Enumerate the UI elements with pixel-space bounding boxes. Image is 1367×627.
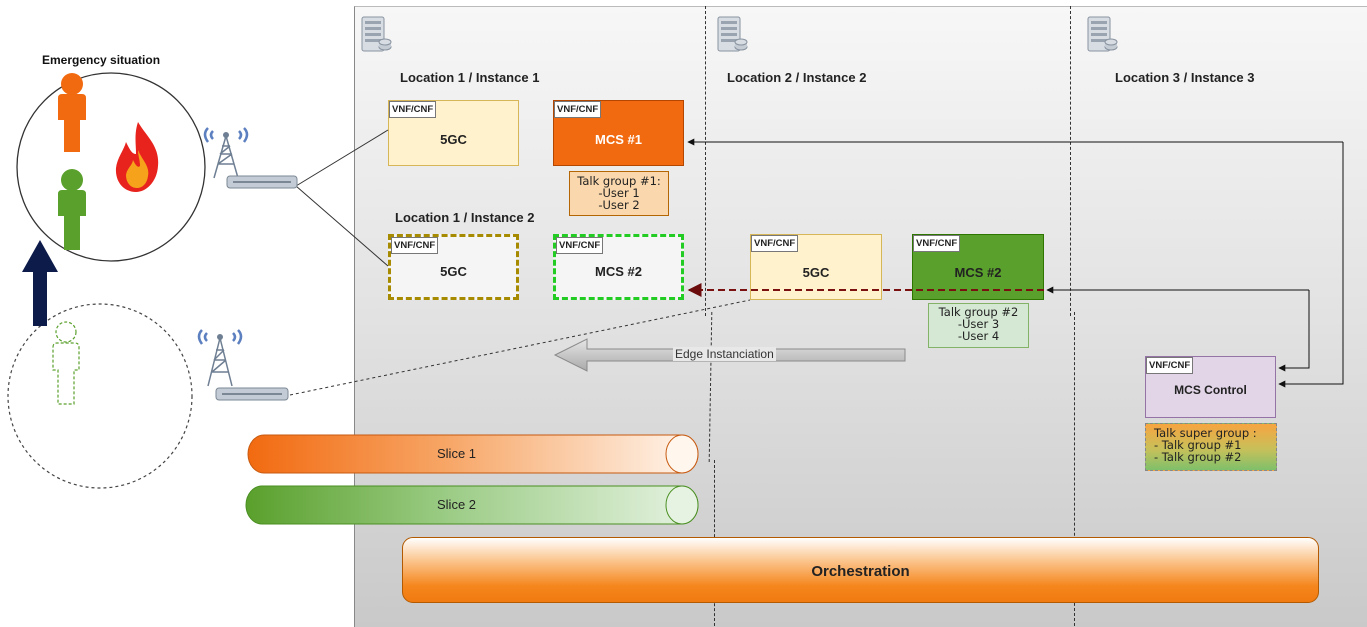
note-line: Talk group #2	[938, 305, 1019, 319]
vnf-tag: VNF/CNF	[554, 101, 602, 118]
talk-super-group-note: Talk super group : - Talk group #1 - Tal…	[1145, 423, 1277, 471]
note-line: - Talk group #1	[1154, 438, 1242, 452]
server-icon	[1087, 16, 1118, 52]
vnf-5gc-loc1: VNF/CNF 5GC	[388, 100, 519, 166]
note-line: -User 2	[598, 198, 640, 212]
server-icon	[361, 16, 392, 52]
vnf-5gc-loc2: VNF/CNF 5GC	[750, 234, 882, 300]
antenna-icon	[197, 329, 289, 401]
vnf-tag: VNF/CNF	[391, 237, 439, 254]
note-line: -User 1	[598, 186, 640, 200]
box-label: 5GC	[440, 132, 467, 147]
vnf-tag: VNF/CNF	[389, 101, 437, 118]
move-up-arrow	[22, 240, 58, 326]
box-label: MCS #2	[595, 264, 642, 279]
vnf-mcs-control: VNF/CNF MCS Control	[1145, 356, 1276, 418]
divider-line-1a	[705, 6, 706, 316]
box-label: 5GC	[802, 265, 830, 280]
divider-line-2a	[1070, 6, 1071, 316]
note-line: - Talk group #2	[1154, 450, 1242, 464]
emergency-situation-title: Emergency situation	[42, 53, 161, 67]
vnf-tag: VNF/CNF	[556, 237, 604, 254]
location-1-instance-2-label: Location 1 / Instance 2	[395, 210, 535, 225]
edge-instanciation-label: Edge Instanciation	[673, 347, 776, 361]
box-label: MCS #1	[595, 132, 642, 147]
server-icon	[717, 16, 748, 52]
slice-2-pipe	[245, 485, 699, 525]
box-label: MCS #2	[954, 265, 1002, 280]
vnf-tag: VNF/CNF	[751, 235, 799, 252]
vnf-mcs1: VNF/CNF MCS #1	[553, 100, 684, 166]
talk-group-1-note: Talk group #1: -User 1 -User 2	[569, 171, 669, 216]
note-line: Talk group #1:	[577, 174, 661, 188]
note-line: Talk super group :	[1154, 426, 1257, 440]
location-2-instance-2-label: Location 2 / Instance 2	[727, 70, 867, 85]
box-label: 5GC	[440, 264, 467, 279]
orange-user-icon	[58, 73, 86, 152]
divider-line-2b	[1074, 312, 1075, 626]
slice-1-pipe	[247, 434, 699, 474]
vnf-mcs2-ghost: VNF/CNF MCS #2	[553, 234, 684, 300]
ghost-user-icon	[52, 321, 80, 405]
green-user-icon	[58, 169, 86, 250]
talk-group-2-note: Talk group #2 -User 3 -User 4	[928, 303, 1029, 348]
box-label: MCS Control	[1174, 383, 1247, 397]
slice-2-label: Slice 2	[437, 497, 477, 512]
vnf-tag: VNF/CNF	[913, 235, 961, 252]
vnf-5gc-loc1-inst2: VNF/CNF 5GC	[388, 234, 519, 300]
vnf-tag: VNF/CNF	[1146, 357, 1194, 374]
location-3-instance-3-label: Location 3 / Instance 3	[1115, 70, 1255, 85]
slice-1-label: Slice 1	[437, 446, 477, 461]
note-line: -User 4	[957, 329, 1000, 343]
orchestration-label: Orchestration	[811, 563, 910, 580]
note-line: -User 3	[957, 317, 1000, 331]
orchestration-bar: Orchestration	[402, 537, 1319, 603]
antenna-icon	[203, 127, 298, 189]
fire-icon	[115, 122, 159, 192]
location-1-instance-1-label: Location 1 / Instance 1	[400, 70, 540, 85]
